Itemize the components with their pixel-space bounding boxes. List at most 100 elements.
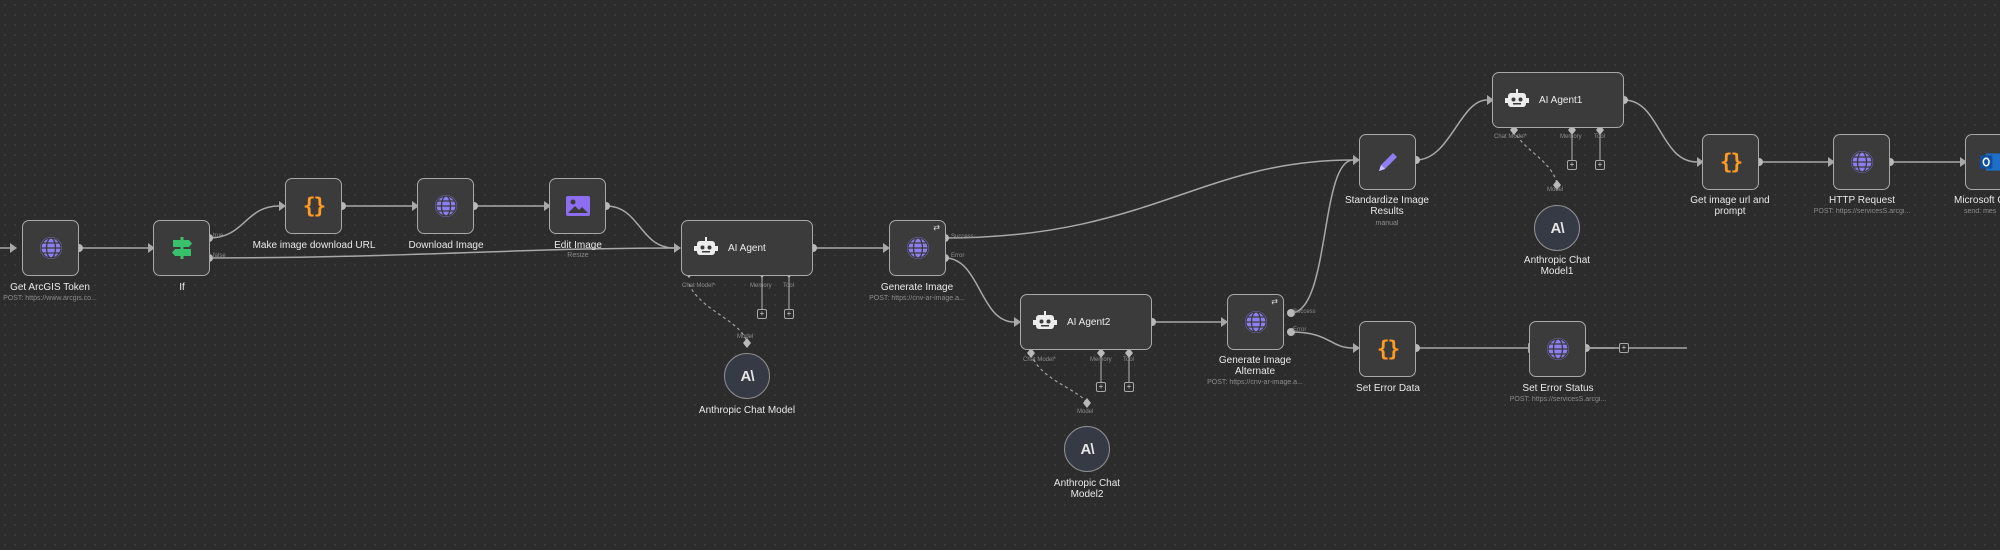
port-label-true: true [213,233,224,239]
anthropic-icon: A\ [1550,219,1565,237]
node-generate-image-alternate[interactable]: ⇄ [1227,294,1284,350]
node-ai-agent2[interactable]: AI Agent2 [1020,294,1152,350]
node-label: Generate Image [880,282,954,293]
port-label-model: Model [1547,187,1564,193]
node-download-image[interactable] [417,178,474,234]
node-subtitle: POST: https://cnv-ar-image.a... [869,295,965,302]
connection-model [688,283,748,343]
add-tool-button[interactable]: + [784,309,794,319]
node-microsoft-outlook[interactable] [1965,134,2000,190]
node-if[interactable] [153,220,210,276]
port-label-model: Model [737,334,754,340]
connection [1623,99,1698,163]
connection [208,205,280,239]
port-label-error: Error [951,253,965,259]
node-set-error-status[interactable] [1529,321,1586,377]
image-icon [565,196,590,216]
robot-icon [694,237,718,255]
globe-icon [39,237,62,259]
node-title: AI Agent2 [1067,316,1111,328]
connection-model [1513,129,1558,185]
node-label: Set Error Data [1356,383,1420,394]
node-label: HTTP Request [1829,195,1895,206]
port-label-model: Model [1077,409,1094,415]
node-subtitle: send: mes [1964,208,1997,215]
anthropic-icon: A\ [740,367,755,385]
port-label-chat-model: Chat Model* [1494,134,1528,140]
anthropic-icon: A\ [1080,440,1095,458]
node-label: Get ArcGIS Token [10,282,90,293]
globe-icon [1244,311,1267,333]
connection [944,257,1015,323]
node-label: Anthropic Chat Model1 [1523,255,1591,277]
signpost-icon [171,237,192,259]
globe-icon [1546,338,1569,360]
port-label-false: false [213,253,226,259]
node-label: Get image url and prompt [1690,195,1770,217]
node-label: Standardize Image Results [1345,195,1429,217]
connection [605,205,675,249]
node-title: AI Agent [728,242,766,254]
connection [208,247,675,259]
port-label-memory: Memory [750,283,772,289]
connection-model [1030,353,1088,404]
node-anthropic-chat-model2[interactable]: A\ [1064,426,1110,472]
connection [1415,99,1488,161]
node-subtitle: POST: https://www.arcgis.co... [3,295,97,302]
port-label-chat-model: Chat Model* [682,283,716,289]
node-get-image-url-and-prompt[interactable]: {} [1702,134,1759,190]
add-memory-button[interactable]: + [1096,382,1106,392]
node-subtitle: POST: https://servicesS.arcgi... [1509,396,1607,403]
node-ai-agent1[interactable]: AI Agent1 [1492,72,1624,128]
robot-icon [1033,311,1057,329]
node-get-arcgis-token[interactable] [22,220,79,276]
node-ai-agent[interactable]: AI Agent [681,220,813,276]
robot-icon [1505,89,1529,107]
curly-braces-icon: {} [1376,337,1400,361]
node-anthropic-chat-model[interactable]: A\ [724,353,770,399]
port-label-error: Error [1293,327,1307,333]
globe-icon [906,237,929,259]
add-node-button[interactable]: + [1619,343,1629,353]
add-tool-button[interactable]: + [1595,160,1605,170]
port-label-success: Success [1293,309,1316,315]
node-subtitle: Resize [567,252,589,259]
add-tool-button[interactable]: + [1124,382,1134,392]
node-anthropic-chat-model1[interactable]: A\ [1534,205,1580,251]
node-generate-image[interactable]: ⇄ [889,220,946,276]
node-label: Anthropic Chat Model [698,405,796,416]
port-label-chat-model: Chat Model* [1023,357,1057,363]
globe-icon [1850,151,1873,173]
globe-icon [434,195,457,217]
connection [944,159,1354,239]
port-label-tool: Tool [783,283,795,289]
node-title: AI Agent1 [1539,94,1583,106]
node-label: If [179,282,185,293]
bolt-icon: ⇄ [933,223,940,232]
node-label: Anthropic Chat Model2 [1053,478,1121,500]
node-label: Generate Image Alternate [1218,355,1292,377]
outlook-icon [1980,153,2000,171]
curly-braces-icon: {} [1719,150,1743,174]
node-subtitle: manual [1375,220,1399,227]
node-subtitle: POST: https://cnv-ar-image.a... [1207,379,1303,386]
node-subtitle: POST: https://servicesS.arcgi... [1813,208,1911,215]
port-label-tool: Tool [1594,134,1606,140]
node-set-error-data[interactable]: {} [1359,321,1416,377]
node-make-image-download-url[interactable]: {} [285,178,342,234]
node-label: Edit Image [554,240,602,251]
port-label-tool: Tool [1123,357,1135,363]
node-standardize-image-results[interactable] [1359,134,1416,190]
add-memory-button[interactable]: + [757,309,767,319]
node-edit-image[interactable] [549,178,606,234]
node-label: Make image download URL [252,240,376,251]
node-http-request[interactable] [1833,134,1890,190]
connection [1290,159,1354,314]
add-memory-button[interactable]: + [1567,160,1577,170]
node-label: Download Image [408,240,484,251]
connection [1290,331,1354,349]
bolt-icon: ⇄ [1271,297,1278,306]
node-label: Microsoft O [1954,195,2000,206]
